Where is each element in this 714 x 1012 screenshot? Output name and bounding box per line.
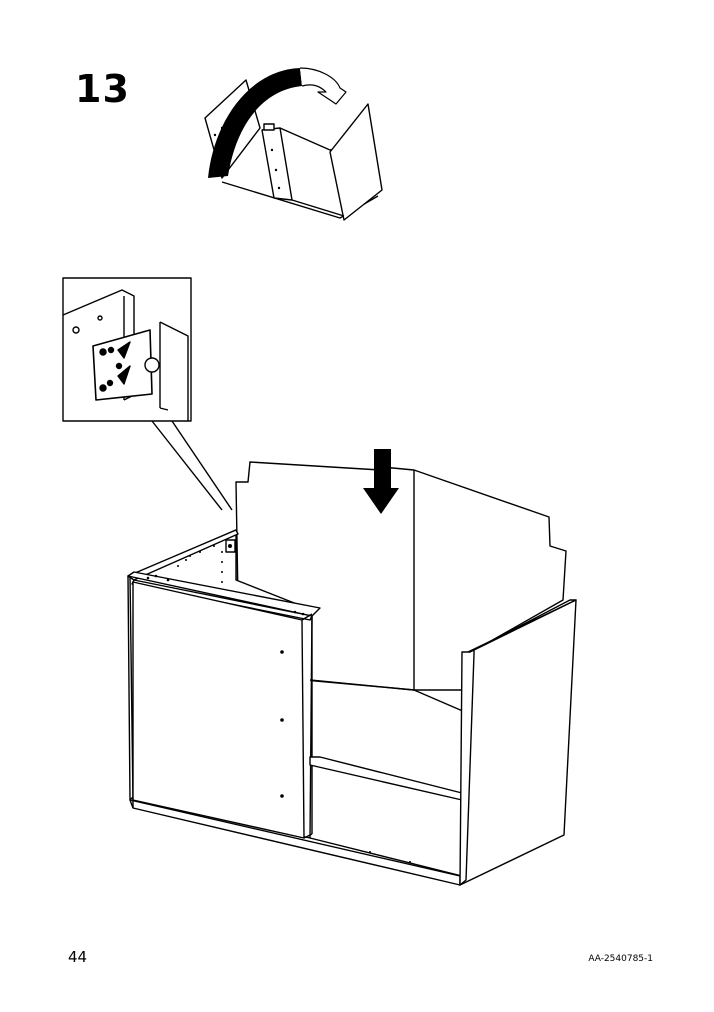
down-arrow-icon bbox=[363, 449, 399, 514]
rotate-arrow-icon bbox=[208, 67, 347, 178]
page-number: 44 bbox=[68, 948, 88, 966]
document-code: AA-2540785-1 bbox=[588, 954, 653, 964]
detail-inset bbox=[62, 277, 192, 422]
step-number: 13 bbox=[75, 67, 130, 111]
